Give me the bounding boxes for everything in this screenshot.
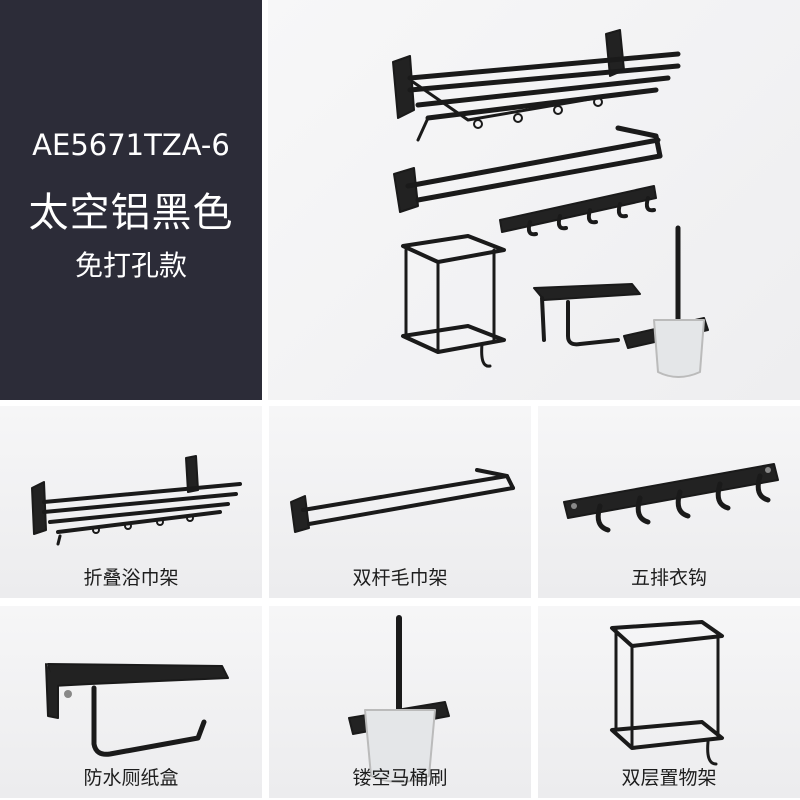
product-label: 五排衣钩 bbox=[630, 567, 707, 589]
hero-panel: AE5671TZA-6 太空铝黑色 免打孔款 bbox=[0, 0, 262, 400]
five-hook-rail-icon bbox=[499, 185, 657, 237]
product-card: 折叠浴巾架 bbox=[0, 406, 262, 598]
folding-towel-rack-icon bbox=[31, 455, 242, 546]
toilet-brush-icon bbox=[348, 615, 450, 783]
product-card: 双层置物架 bbox=[538, 606, 800, 798]
product-label: 双层置物架 bbox=[621, 767, 717, 789]
hero-product-photo bbox=[268, 0, 800, 400]
two-tier-corner-shelf-icon bbox=[610, 620, 724, 766]
product-label: 折叠浴巾架 bbox=[83, 567, 179, 589]
full-set-illustration bbox=[392, 29, 709, 378]
model-number: AE5671TZA-6 bbox=[32, 128, 230, 162]
two-tier-corner-shelf-icon bbox=[401, 234, 506, 368]
install-type: 免打孔款 bbox=[74, 249, 187, 282]
color-name: 太空铝黑色 bbox=[28, 190, 234, 236]
folding-towel-rack-icon bbox=[392, 29, 681, 142]
waterproof-tissue-holder-icon bbox=[45, 663, 229, 757]
product-label: 镂空马桶刷 bbox=[352, 767, 448, 789]
product-card: 双杆毛巾架 bbox=[269, 406, 531, 598]
double-towel-bar-icon bbox=[393, 125, 663, 213]
product-label: 防水厕纸盒 bbox=[83, 767, 179, 789]
product-card: 防水厕纸盒 bbox=[0, 606, 262, 798]
product-label: 双杆毛巾架 bbox=[352, 567, 448, 589]
waterproof-tissue-holder-icon bbox=[533, 283, 641, 347]
double-towel-bar-icon bbox=[290, 468, 515, 533]
product-card: 五排衣钩 bbox=[538, 406, 800, 598]
toilet-brush-icon bbox=[623, 225, 709, 378]
five-hook-rail-icon bbox=[563, 463, 779, 533]
product-card: 镂空马桶刷 bbox=[269, 606, 531, 798]
